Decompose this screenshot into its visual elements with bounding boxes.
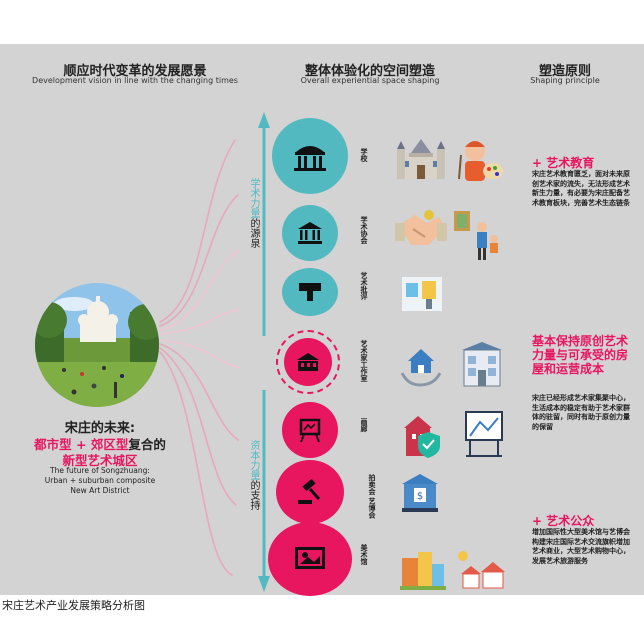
bank-money-icon: $	[402, 474, 438, 512]
artist-painter-icon	[458, 141, 503, 181]
secure-house-icon	[404, 416, 440, 458]
space-circle-auction	[276, 460, 344, 524]
studio-house-icon	[297, 353, 319, 371]
vision-en2: Urban + suburban composite	[44, 476, 156, 485]
col2-subtitle: Overall experiential space shaping	[300, 76, 440, 85]
vision-line2-dark: 复合的	[128, 437, 166, 452]
col3-title: 塑造原则	[538, 64, 591, 79]
col1-subtitle: Development vision in line with the chan…	[32, 76, 238, 85]
space-circle-school	[272, 118, 348, 194]
space-label-school: 学校	[360, 148, 368, 162]
handshake-illustration-icon	[395, 210, 447, 245]
figure-caption: 宋庄艺术产业发展策略分析图	[2, 599, 145, 612]
vision-en: The future of Songzhuang: Urban + suburb…	[0, 466, 200, 496]
vision-line1: 宋庄的未来:	[64, 421, 136, 436]
col2-title: 整体体验化的空间塑造	[304, 64, 435, 79]
school-building-icon	[294, 146, 326, 171]
space-label-auction: 拍卖会 艺博会	[368, 474, 376, 519]
axis-upper-teal: 学术力量	[248, 178, 259, 218]
principle-1-body: 宋庄艺术教育匮乏，面对未来原创艺术家的流失，无法形成艺术新生力量，有必要为宋庄配…	[532, 170, 630, 207]
vision-line2: 都市型 + 郊区型复合的	[0, 434, 200, 453]
principle-1-title: + 艺术教育	[532, 156, 595, 170]
exhibition-display-icon	[402, 277, 442, 311]
vision-line2-pink: 都市型 + 郊区型	[34, 437, 129, 452]
studio-dashed-ring	[276, 330, 340, 394]
space-circle-museum	[268, 522, 352, 596]
podium-icon	[299, 283, 321, 301]
axis-upper-dark: 的源泉	[248, 218, 259, 248]
institution-icon	[298, 222, 322, 244]
principle-3-title: + 艺术公众	[532, 514, 595, 528]
principle-2-body: 宋庄已经形成艺术家集聚中心，生活成本的稳定有助于艺术家群体的驻留，同时有助于原创…	[532, 394, 630, 431]
framed-artwork-icon	[465, 411, 503, 457]
axis-lower-dark: 的支持	[248, 480, 259, 510]
col1-title: 顺应时代变革的发展愿景	[63, 64, 207, 79]
vision-line3: 新型艺术城区	[62, 453, 138, 468]
studio-building-icon	[462, 342, 502, 387]
col3-subtitle: Shaping principle	[530, 76, 600, 85]
vision-en3: New Art District	[70, 486, 130, 495]
space-label-museum: 美术馆	[360, 544, 368, 565]
family-art-icon	[454, 211, 498, 260]
axis-upper-label: 学术力量的源泉	[246, 178, 261, 248]
vision-en1: The future of Songzhuang:	[50, 466, 150, 475]
space-circle-criticism	[282, 268, 338, 316]
axis-lower-teal: 资本力量	[248, 440, 259, 480]
principle-3-body: 增加国际性大型美术馆与艺博会构建宋庄国际艺术交流旗帜增加艺术商业，大型艺术购物中…	[532, 528, 630, 565]
songzhuang-photo	[35, 283, 159, 407]
space-circle-gallery	[282, 402, 338, 458]
space-circle-studio	[284, 338, 332, 386]
svg-text:$: $	[417, 491, 423, 502]
house-in-hands-icon	[400, 349, 442, 387]
space-circle-academic	[282, 205, 338, 261]
principle-2-title: 基本保持原创艺术力量与可承受的房屋和运营成本	[532, 334, 629, 376]
cathedral-illustration-icon	[397, 139, 445, 179]
space-label-academic: 学术协会	[360, 216, 368, 244]
axis-lower-label: 资本力量的支持	[246, 440, 261, 510]
space-label-criticism: 艺术批评	[360, 272, 368, 300]
art-district-icon	[400, 552, 446, 590]
houses-sun-icon	[458, 551, 505, 589]
auction-gavel-icon	[298, 478, 321, 504]
museum-painting-icon	[295, 547, 325, 569]
space-label-gallery: 画廊	[360, 418, 368, 432]
space-label-studio: 艺术家工作室	[360, 340, 368, 382]
gallery-easel-icon	[299, 418, 321, 443]
